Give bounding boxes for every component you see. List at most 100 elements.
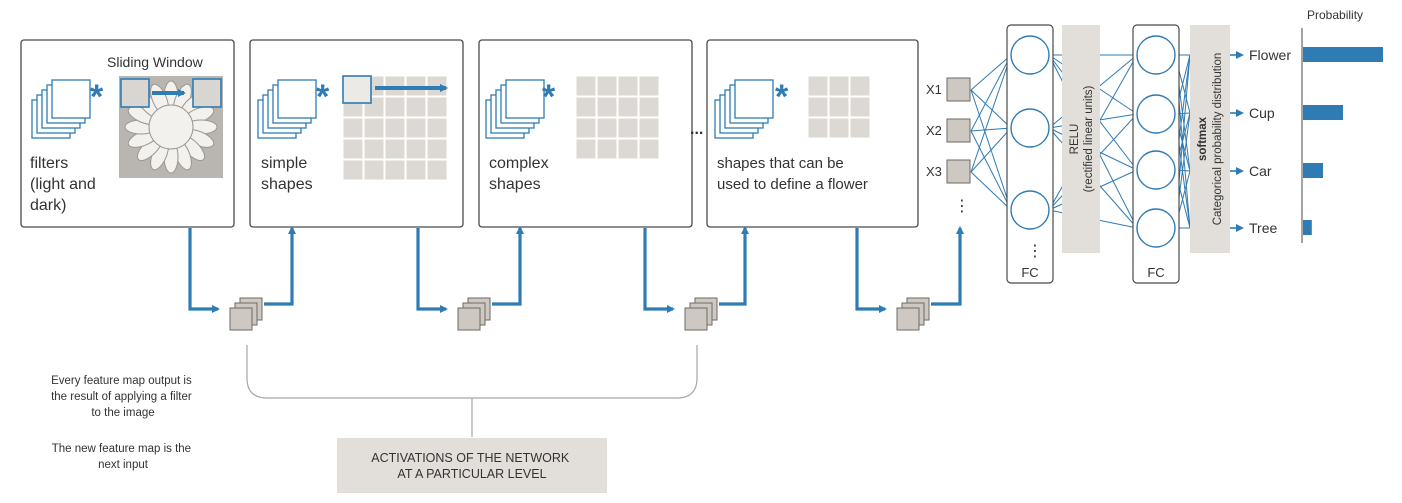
class-label-tree: Tree [1249, 220, 1277, 236]
sliding-window-title: Sliding Window [107, 54, 204, 70]
feature-map-icon [684, 307, 708, 331]
input-x1: X1 [926, 82, 942, 97]
softmax-layer: softmax Categorical probability distribu… [1190, 25, 1230, 253]
connection-line [970, 54, 1012, 132]
fc-layer-1: ⋮ FC [1006, 24, 1054, 284]
grid-cell [849, 75, 871, 97]
grid-cell [342, 117, 364, 139]
connector-arrow [931, 226, 964, 306]
input-x2: X2 [926, 123, 942, 138]
grid-cell [638, 117, 660, 139]
activations-label: ACTIVATIONS OF THE NETWORK AT A PARTICUL… [371, 451, 572, 481]
stage-label-flower: shapes that can be used to define a flow… [717, 155, 868, 193]
relu-title: RELU [1069, 124, 1081, 155]
convolution-operator: * [775, 78, 789, 116]
connection-line [970, 127, 1012, 173]
fc-layer-2: FC [1132, 24, 1180, 284]
connector-arrow [643, 228, 675, 313]
grid-cell [617, 75, 639, 97]
stage-label-filters: filters (light and dark) [30, 155, 100, 214]
grid-cell [596, 96, 618, 118]
grid-cell [384, 117, 406, 139]
input-x3: X3 [926, 164, 942, 179]
note-next-input: The new feature map is the next input [52, 443, 195, 471]
activation-bracket [246, 345, 698, 437]
input-ellipsis: ⋮ [954, 198, 970, 215]
probability-bar-cup [1303, 105, 1343, 120]
probability-bar-tree [1303, 220, 1312, 235]
filter-stack-icon [714, 79, 774, 139]
grid-cell [405, 117, 427, 139]
grid-cell [596, 117, 618, 139]
connection-line [970, 89, 1012, 129]
connector-arrow [188, 228, 220, 313]
note-feature-map: Every feature map output is the result o… [51, 375, 195, 419]
feature-map-connectors [188, 226, 964, 331]
connection-line [970, 171, 1012, 211]
grid-cell [426, 159, 448, 181]
feature-grid [342, 75, 448, 181]
grid-cell [575, 117, 597, 139]
grid-cell [575, 75, 597, 97]
grid-cell [638, 96, 660, 118]
stage-simple-shapes: * simple shapes [249, 39, 464, 228]
grid-cell [575, 96, 597, 118]
grid-cell [596, 138, 618, 160]
convolution-operator: * [542, 78, 556, 116]
grid-cell [828, 117, 850, 139]
grid-cell [828, 75, 850, 97]
grid-cell [807, 75, 829, 97]
convolution-operator: * [316, 78, 330, 116]
flower-image [119, 76, 223, 178]
connector-arrow [855, 228, 887, 313]
grid-cell [426, 96, 448, 118]
convolution-operator: * [90, 78, 104, 116]
stage-ellipsis: ... [690, 121, 703, 138]
softmax-title: softmax [1197, 116, 1209, 161]
probability-bar-car [1303, 163, 1323, 178]
stage-label-simple: simple shapes [261, 155, 313, 193]
fc2-label: FC [1147, 265, 1164, 280]
probability-header: Probability [1307, 8, 1363, 22]
grid-cell [384, 96, 406, 118]
connector-arrow [719, 226, 749, 306]
filter-stack-icon [31, 79, 91, 139]
grid-cell [384, 159, 406, 181]
grid-cell [405, 159, 427, 181]
connection-line [970, 130, 1012, 211]
stage-filters: Sliding Window * filters (light and dark… [20, 39, 235, 228]
grid-cell [828, 96, 850, 118]
grid-cell [426, 138, 448, 160]
grid-cell [575, 138, 597, 160]
grid-cell [849, 117, 871, 139]
softmax-subtitle: Categorical probability distribution [1212, 53, 1224, 226]
grid-cell [617, 138, 639, 160]
grid-cell [405, 138, 427, 160]
grid-cell [384, 138, 406, 160]
stage-label-complex: complex shapes [489, 155, 553, 193]
feature-grid [807, 75, 871, 139]
class-label-flower: Flower [1249, 47, 1291, 63]
grid-cell [638, 138, 660, 160]
class-label-cup: Cup [1249, 105, 1275, 121]
connector-arrow [416, 228, 448, 313]
input-vector: X1 X2 X3 ⋮ [926, 77, 971, 215]
grid-cell [617, 117, 639, 139]
grid-cell [405, 96, 427, 118]
activations-panel: ACTIVATIONS OF THE NETWORK AT A PARTICUL… [337, 438, 607, 493]
grid-cell [849, 96, 871, 118]
grid-cell [342, 138, 364, 160]
grid-cell [363, 138, 385, 160]
relu-subtitle: (rectified linear units) [1083, 85, 1095, 192]
feature-map-icon [457, 307, 481, 331]
filter-stack-icon [257, 79, 317, 139]
grid-cell [363, 117, 385, 139]
grid-cell [426, 117, 448, 139]
grid-cell [638, 75, 660, 97]
class-label-car: Car [1249, 163, 1272, 179]
stage-flower-shapes: * shapes that can be used to define a fl… [706, 39, 919, 228]
grid-cell [617, 96, 639, 118]
relu-layer: RELU (rectified linear units) [1062, 25, 1100, 253]
